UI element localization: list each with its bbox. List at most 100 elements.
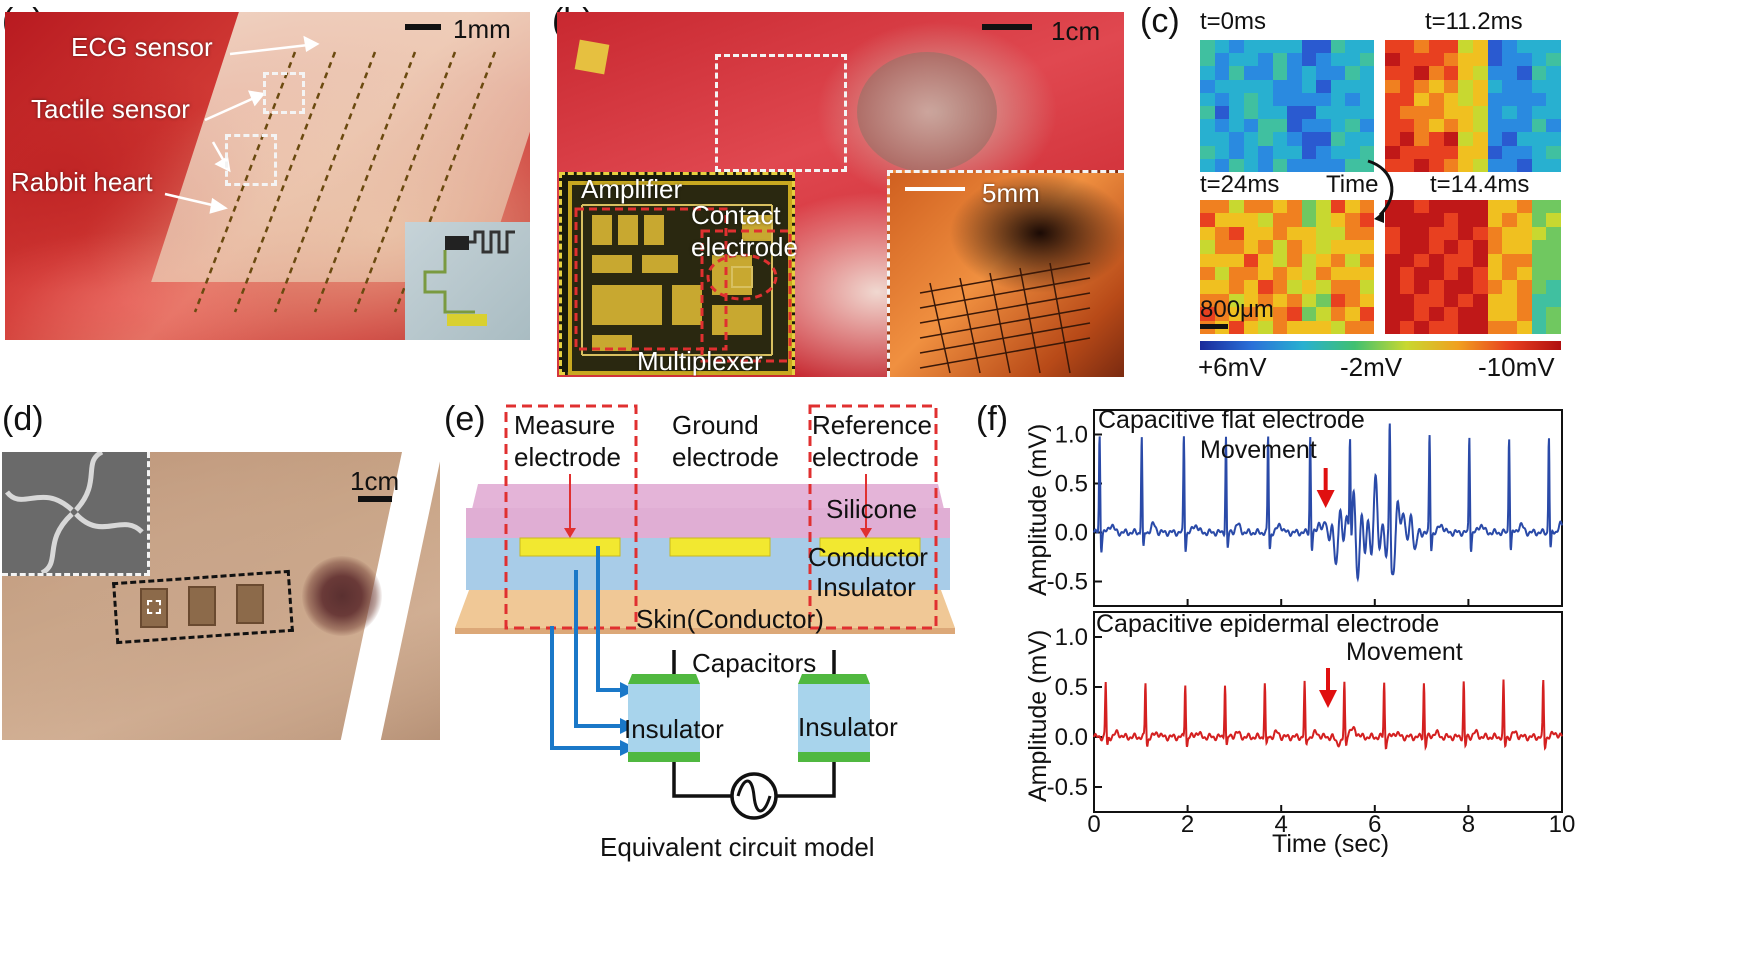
heatmap-cell	[1301, 132, 1316, 146]
heatmap-cell	[1345, 253, 1360, 267]
heatmap-cell	[1429, 280, 1444, 294]
heatmap-cell	[1385, 158, 1400, 172]
heatmap-cell	[1458, 266, 1473, 281]
heatmap-cell	[1301, 226, 1316, 241]
x-tick-label: 0	[1087, 811, 1100, 838]
heatmap-cell	[1517, 105, 1532, 120]
heatmap-cell	[1399, 105, 1415, 120]
heatmap-cell	[1443, 66, 1459, 80]
heatmap-cell	[1258, 158, 1273, 172]
heatmap-cell	[1531, 213, 1547, 227]
heatmap-cell	[1359, 280, 1374, 294]
heatmap-cell	[1399, 280, 1415, 294]
heatmap-cell	[1258, 105, 1273, 120]
heatmap-cell	[1473, 53, 1488, 67]
heatmap-cell	[1473, 40, 1488, 54]
heatmap-cell	[1272, 253, 1287, 267]
electrode-label: electrode	[691, 232, 798, 262]
heatmap-cell	[1487, 320, 1503, 334]
heatmap-cell	[1345, 40, 1360, 54]
heatmap-cell	[1502, 40, 1517, 54]
heatmap-cell	[1399, 200, 1415, 214]
heatmap-cell	[1214, 266, 1229, 281]
heatmap-cell	[1214, 200, 1229, 214]
heatmap-cell	[1272, 145, 1287, 159]
heatmap-cell	[1458, 240, 1473, 254]
tactile-sensor-box-2	[225, 134, 277, 186]
panel-e-label: (e)	[444, 400, 486, 438]
heatmap-cell	[1502, 280, 1517, 294]
heatmap-cell	[1200, 253, 1215, 267]
heatmap-cell	[1429, 293, 1444, 308]
heatmap-cell	[1473, 280, 1488, 294]
heatmap-cell	[1272, 280, 1287, 294]
heatmap-cell	[1330, 266, 1345, 281]
heatmap-cell	[1229, 53, 1244, 67]
heatmap-cell	[1502, 266, 1517, 281]
heatmap-cell	[1429, 40, 1444, 54]
heatmap-cell	[1458, 66, 1473, 80]
heatmap-cell	[1301, 213, 1316, 227]
amplifier-label: Amplifier	[581, 174, 683, 204]
heatmap-cell	[1287, 145, 1302, 159]
heatmap-cell	[1330, 253, 1345, 267]
heatmap-cell	[1399, 66, 1415, 80]
heatmap-cell	[1243, 145, 1258, 159]
heatmap-cell	[1531, 320, 1547, 334]
heatmap-cell	[1531, 40, 1547, 54]
top-movement-label: Movement	[1200, 436, 1317, 464]
heatmap-cell	[1243, 253, 1258, 267]
heatmap-cell	[1330, 293, 1345, 308]
heatmap-cell	[1473, 307, 1488, 321]
heatmap-cell	[1443, 132, 1459, 146]
heatmap-cell	[1258, 253, 1273, 267]
heatmap-cell	[1258, 66, 1273, 80]
panel-f-label: (f)	[976, 400, 1009, 438]
heatmap-cell	[1359, 79, 1374, 93]
heatmap-cell	[1243, 40, 1258, 54]
heatmap-cell	[1258, 293, 1273, 308]
sem-inset	[2, 452, 150, 576]
heatmap-cell	[1258, 240, 1273, 254]
heatmap-cell	[1359, 307, 1374, 321]
heatmap-cell	[1458, 40, 1473, 54]
heatmap-cell	[1200, 40, 1215, 54]
heatmap-cell	[1316, 158, 1331, 172]
heatmap-cell	[1214, 226, 1229, 241]
heatmap-cell	[1287, 132, 1302, 146]
heatmap-cell	[1330, 53, 1345, 67]
heatmap-cell	[1531, 253, 1547, 267]
heatmap-cell	[1214, 105, 1229, 120]
heatmap-cell	[1316, 92, 1331, 106]
heatmap-cell	[1316, 253, 1331, 267]
top-plot-title: Capacitive flat electrode	[1098, 406, 1365, 434]
insulator-layer-label: Insulator	[816, 572, 916, 602]
heatmap-cell	[1414, 213, 1429, 227]
heatmap-cell	[1473, 158, 1488, 172]
heatmap-cell	[1473, 226, 1488, 241]
heatmap-scale-label: 800μm	[1200, 296, 1274, 323]
heatmap-cell	[1287, 320, 1302, 334]
heatmap-cell	[1272, 79, 1287, 93]
heatmap-cell	[1385, 53, 1400, 67]
movement-arrow-head	[1316, 490, 1335, 508]
heatmap-cell	[1345, 105, 1360, 120]
heatmap-cell	[1301, 240, 1316, 254]
heatmap-cell	[1429, 200, 1444, 214]
heatmap-cell	[1443, 226, 1459, 241]
heatmap-cell	[1385, 226, 1400, 241]
heatmap-cell	[1429, 119, 1444, 133]
heatmap-cell	[1502, 79, 1517, 93]
heatmap-cell	[1214, 307, 1229, 321]
heatmap-cell	[1301, 158, 1316, 172]
heatmap-cell	[1345, 320, 1360, 334]
heatmap-cell	[1429, 213, 1444, 227]
plot-frame-top	[1093, 409, 1563, 607]
heatmap-cell	[1502, 320, 1517, 334]
heatmap-cell	[1385, 320, 1400, 334]
heatmap-cell	[1345, 119, 1360, 133]
heatmap-cell	[1316, 266, 1331, 281]
y-tick-label: -0.5	[1047, 569, 1088, 596]
heatmap-cell	[1399, 320, 1415, 334]
heatmap-cell	[1316, 240, 1331, 254]
